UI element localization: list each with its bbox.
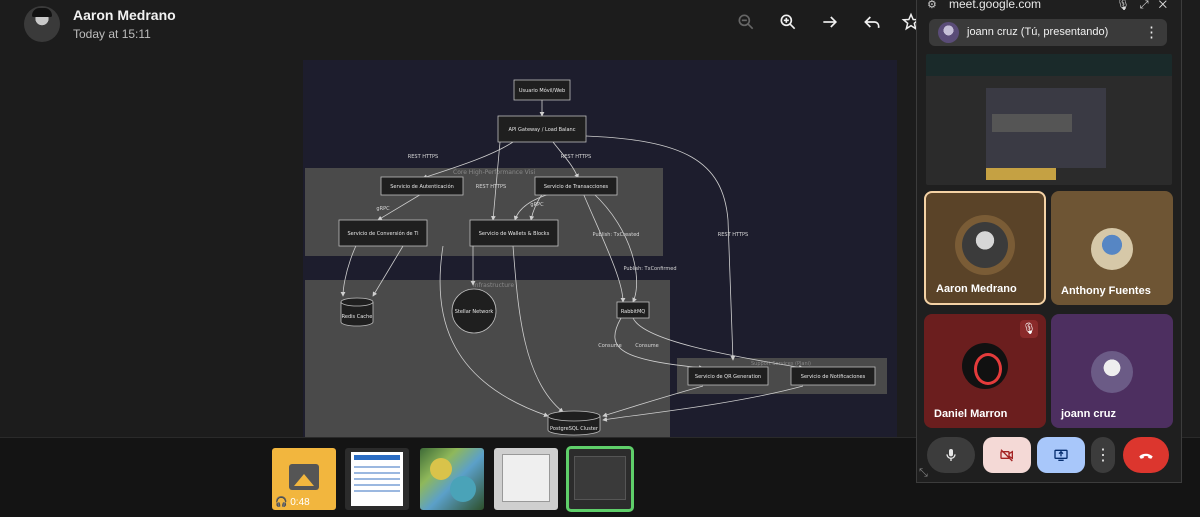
leave-call-button[interactable]	[1123, 437, 1169, 473]
camera-off-button[interactable]	[983, 437, 1031, 473]
paper-attachment-thumb[interactable]	[494, 448, 558, 510]
meet-url: meet.google.com	[949, 0, 1042, 11]
edge-label-publish: Publish: TxConfirmed	[623, 266, 676, 272]
reply-icon[interactable]	[859, 12, 885, 38]
resize-grip-icon[interactable]: ⤡	[919, 467, 928, 479]
node-wallets: Servicio de Wallets & Blocks	[479, 231, 550, 237]
participant-tile-aaron[interactable]: Aaron Medrano	[924, 191, 1046, 305]
more-options-icon[interactable]: ⋮	[1144, 24, 1159, 41]
microphone-icon	[946, 449, 956, 461]
presenting-label: joann cruz (Tú, presentando)	[967, 26, 1109, 38]
microphone-button[interactable]	[927, 437, 975, 473]
meet-window-controls[interactable]: 🎙⤢✕	[1115, 0, 1177, 11]
node-gateway: API Gateway / Load Balanc	[509, 127, 576, 133]
edge-label-rest: REST HTTPS	[718, 232, 748, 238]
more-options-button[interactable]: ⋮	[1091, 437, 1115, 473]
participant-tile-joann[interactable]: joann cruz	[1051, 314, 1173, 428]
participant-name: Anthony Fuentes	[1061, 285, 1151, 297]
edge-label-rest: REST HTTPS	[561, 154, 591, 160]
message-timestamp: Today at 15:11	[73, 27, 151, 41]
screenshot-attachment-thumb-selected[interactable]	[566, 446, 634, 512]
edge-label-grpc: gRPC	[376, 206, 390, 212]
mic-off-icon: 🎙	[1020, 320, 1038, 338]
edge-label-consume: Consume	[598, 343, 621, 349]
node-postgres: PostgreSQL Cluster	[550, 426, 599, 432]
audio-duration: 🎧 0:48	[275, 497, 310, 508]
node-qr: Servicio de QR Generation	[695, 374, 761, 380]
group-infra-label: Infrastructure	[473, 282, 514, 289]
node-tx: Servicio de Transacciones	[544, 184, 609, 190]
participant-name: Aaron Medrano	[936, 283, 1017, 295]
camera-off-icon	[1000, 449, 1013, 462]
meet-titlebar: ⚙ meet.google.com 🎙⤢✕	[917, 0, 1183, 16]
participant-name: Daniel Marron	[934, 408, 1008, 420]
sender-name[interactable]: Aaron Medrano	[73, 7, 176, 23]
avatar	[1091, 228, 1133, 270]
screen-share-preview	[926, 54, 1172, 185]
edge-label-publish: Publish: TxCreated	[593, 232, 640, 238]
avatar	[962, 222, 1008, 268]
edge-label-grpc: gRPC	[530, 202, 544, 208]
participant-tile-anthony[interactable]: Anthony Fuentes	[1051, 191, 1173, 305]
photo-attachment-thumb[interactable]	[420, 448, 484, 510]
participant-tile-daniel[interactable]: 🎙 Daniel Marron	[924, 314, 1046, 428]
zoom-out-icon[interactable]	[733, 12, 759, 38]
document-attachment-thumb[interactable]	[345, 448, 409, 510]
avatar	[962, 343, 1008, 389]
image-placeholder-icon	[289, 464, 319, 490]
site-settings-icon[interactable]: ⚙	[927, 0, 937, 11]
zoom-in-icon[interactable]	[775, 12, 801, 38]
presenter-avatar	[938, 22, 959, 43]
audio-attachment-thumb[interactable]: 🎧 0:48	[272, 448, 336, 510]
edge-label-rest: REST HTTPS	[476, 184, 506, 190]
hang-up-icon	[1139, 453, 1153, 459]
node-conversion: Servicio de Conversión de Ti	[347, 230, 418, 237]
present-screen-button[interactable]	[1037, 437, 1085, 473]
media-viewer-header: Aaron Medrano Today at 15:11	[0, 0, 921, 50]
group-core-label: Core High-Performance Visi	[453, 169, 535, 176]
node-user: Usuario Móvil/Web	[519, 87, 565, 94]
meet-pip-panel: ⚙ meet.google.com 🎙⤢✕ joann cruz (Tú, pr…	[916, 0, 1182, 483]
present-screen-icon	[1054, 449, 1068, 461]
edge-label-consume: Consume	[635, 343, 658, 349]
node-redis: Redis Cache	[342, 314, 373, 320]
presenting-chip[interactable]: joann cruz (Tú, presentando) ⋮	[929, 19, 1167, 46]
participant-name: joann cruz	[1061, 408, 1117, 420]
edge-label-rest: REST HTTPS	[408, 154, 438, 160]
node-auth: Servicio de Autenticación	[390, 183, 454, 190]
node-rabbit: RabbitMQ	[621, 309, 645, 315]
forward-icon[interactable]	[817, 12, 843, 38]
node-notif: Servicio de Notificaciones	[801, 374, 866, 380]
avatar	[1091, 351, 1133, 393]
architecture-diagram-image: Core High-Performance Visi Infrastructur…	[303, 60, 897, 437]
node-stellar: Stellar Network	[455, 309, 494, 315]
sender-avatar[interactable]	[24, 6, 60, 42]
